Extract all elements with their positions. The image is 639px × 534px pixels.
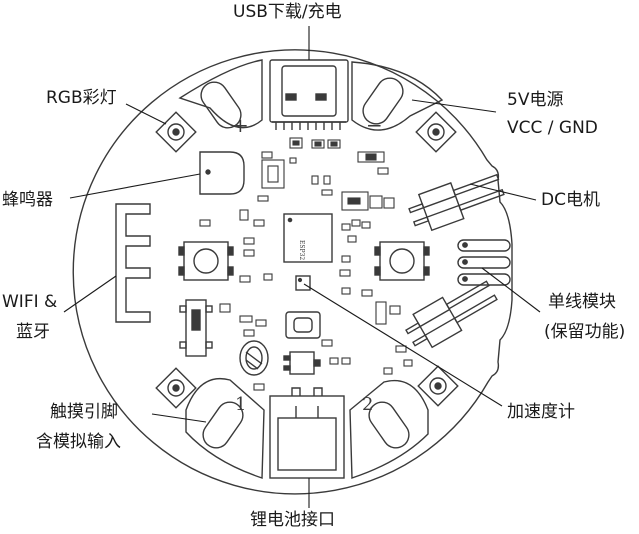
power-pad-left bbox=[180, 60, 262, 133]
label-touch-line2: 含模拟输入 bbox=[36, 432, 121, 452]
dc-motor-header bbox=[406, 167, 507, 235]
label-single-wire-line2: (保留功能) bbox=[544, 322, 625, 342]
single-wire-header bbox=[401, 274, 501, 354]
pad-plus: + bbox=[232, 113, 249, 137]
voltage-regulator bbox=[284, 352, 320, 374]
usb-connector bbox=[270, 60, 348, 130]
pad-number-2: 2 bbox=[362, 394, 373, 415]
label-power-line2: VCC / GND bbox=[507, 118, 598, 138]
leader-power bbox=[412, 100, 496, 112]
button-right bbox=[375, 242, 429, 280]
leader-accelerometer bbox=[304, 284, 502, 406]
label-wifi-line1: WIFI & bbox=[2, 292, 57, 312]
single-wire-slots bbox=[458, 240, 510, 285]
buzzer bbox=[200, 152, 244, 194]
center-sensor bbox=[286, 312, 320, 338]
crystal bbox=[240, 341, 268, 375]
label-power-line1: 5V电源 bbox=[507, 90, 563, 110]
label-touch-line1: 触摸引脚 bbox=[50, 402, 118, 422]
label-accelerometer: 加速度计 bbox=[507, 402, 575, 422]
leader-touch bbox=[152, 414, 206, 422]
rgb-led-bottom-right bbox=[418, 366, 458, 406]
label-dc-motor: DC电机 bbox=[541, 190, 600, 210]
button-left bbox=[179, 242, 233, 280]
battery-connector bbox=[270, 388, 344, 478]
pad-number-1: 1 bbox=[235, 394, 246, 415]
leader-wifi bbox=[64, 276, 116, 312]
label-rgb: RGB彩灯 bbox=[46, 88, 117, 108]
touch-pad-1 bbox=[186, 379, 264, 478]
label-usb: USB下载/充电 bbox=[233, 2, 342, 22]
rgb-led-top-right bbox=[416, 112, 456, 152]
accelerometer-chip bbox=[296, 276, 310, 290]
label-buzzer: 蜂鸣器 bbox=[2, 190, 53, 210]
pad-minus: − bbox=[366, 113, 383, 137]
label-wifi-line2: 蓝牙 bbox=[16, 322, 50, 342]
leader-lines bbox=[64, 26, 540, 508]
leader-buzzer bbox=[70, 174, 200, 198]
svg-text:ESP32: ESP32 bbox=[298, 240, 305, 260]
wifi-antenna bbox=[116, 204, 150, 322]
main-chip: ESP32 bbox=[284, 214, 332, 262]
label-battery: 锂电池接口 bbox=[250, 510, 335, 530]
slide-switch bbox=[180, 300, 212, 356]
label-single-wire-line1: 单线模块 bbox=[548, 292, 616, 312]
rgb-led-top-left bbox=[156, 112, 196, 152]
